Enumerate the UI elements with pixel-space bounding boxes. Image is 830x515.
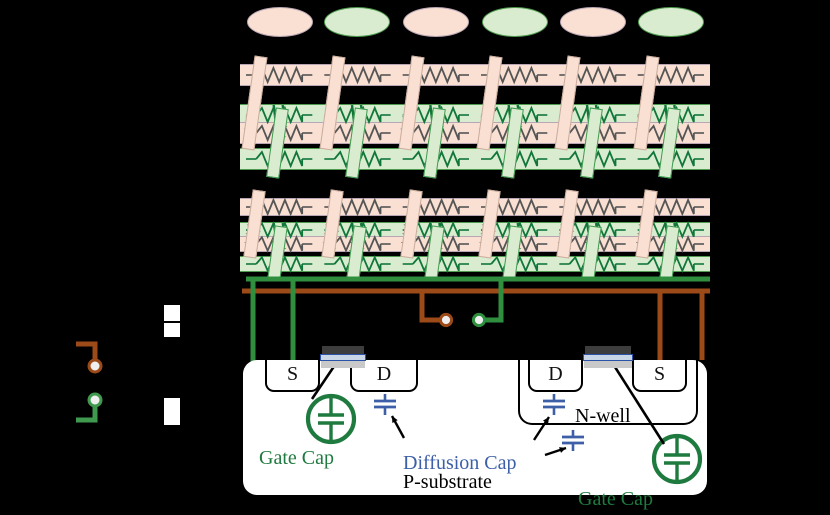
gate-spacer-layer (321, 361, 365, 368)
n-well-label: N-well (575, 405, 631, 427)
mesh-horizontal-bar (240, 64, 710, 86)
legend-clipped-label (164, 398, 180, 414)
nmos-gate-cap-label: Gate Cap (259, 447, 334, 469)
pmos-gate-cap-label: Gate Cap (578, 488, 653, 510)
top-pad-ellipse (403, 7, 469, 37)
brown-terminal-dot (438, 312, 454, 328)
nmos-source-box-label: S (286, 363, 299, 385)
mesh-horizontal-bar (240, 148, 710, 170)
legend-brown-wire (76, 341, 98, 360)
pmos-source-box-label: S (653, 363, 666, 385)
nmos-drain-box-label: D (376, 363, 392, 385)
top-pad-ellipse (482, 7, 548, 37)
top-pad-ellipse (560, 7, 626, 37)
nmos-source-box: S (265, 360, 320, 392)
legend-brown-terminal (87, 358, 103, 374)
green-hook-wire (481, 279, 504, 323)
pmos-drain-box: D (528, 360, 583, 392)
pmos-source-box: S (632, 360, 687, 392)
gate-oxide-layer (320, 354, 366, 361)
mesh-horizontal-bar (240, 256, 710, 272)
top-pad-ellipse (324, 7, 390, 37)
brown-hook-wire (419, 291, 444, 323)
gate-poly-layer (585, 346, 631, 354)
legend-green-terminal (87, 392, 103, 408)
legend-clipped-label (164, 323, 180, 337)
pmos-gate-stack (583, 346, 633, 368)
top-pad-ellipse (247, 7, 313, 37)
gate-spacer-layer (584, 361, 632, 368)
pmos-drain-box-label: D (548, 363, 563, 385)
gate-poly-layer (322, 346, 364, 354)
legend-clipped-label (164, 305, 180, 321)
green-terminal-dot (471, 312, 487, 328)
top-pad-ellipse (638, 7, 704, 37)
diffusion-cap-label: Diffusion Cap (403, 452, 517, 474)
legend-clipped-label (164, 411, 180, 425)
p-substrate-label: P-substrate (403, 471, 492, 493)
nmos-gate-stack (320, 346, 366, 368)
legend-green-wire (76, 406, 98, 423)
n-well-region (518, 360, 698, 425)
gate-oxide-layer (583, 354, 633, 361)
mesh-horizontal-bar (240, 198, 710, 216)
